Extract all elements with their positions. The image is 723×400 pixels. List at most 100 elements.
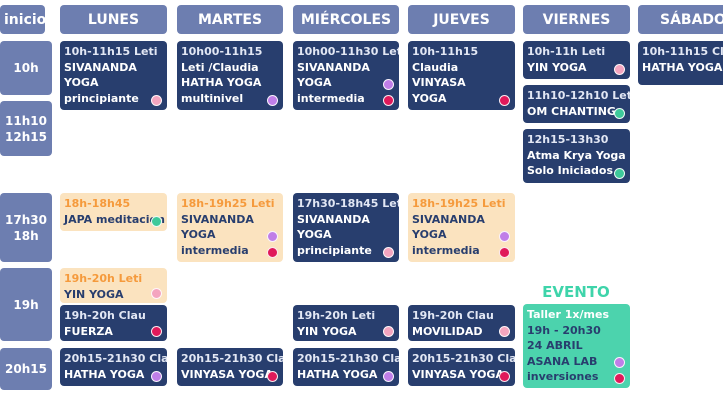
class-line: 19h - 20h30 bbox=[527, 323, 601, 337]
green-level-dot-icon bbox=[151, 216, 162, 227]
class-line: SIVANANDA bbox=[181, 212, 254, 226]
red-level-dot-icon bbox=[151, 326, 162, 337]
class-line: YOGA bbox=[412, 91, 447, 105]
class-line: HATHA YOGA bbox=[64, 367, 145, 381]
event-card-asana-lab[interactable]: Taller 1x/mes 19h - 20h30 24 ABRIL ASANA LA… bbox=[523, 304, 630, 388]
time-slot-11h10: 11h10 12h15 bbox=[0, 101, 52, 156]
class-line: YOGA bbox=[412, 228, 447, 241]
time-label: 17h30 bbox=[5, 212, 47, 227]
class-line: Claudia bbox=[412, 60, 459, 74]
class-line: VINYASA YOGA bbox=[181, 367, 273, 381]
class-line: 24 ABRIL bbox=[527, 339, 583, 352]
header-inicio: inicio bbox=[0, 5, 45, 34]
time-label: 10h bbox=[13, 61, 39, 75]
class-line: FUERZA bbox=[64, 324, 113, 338]
day-header-martes: MARTES bbox=[177, 5, 283, 34]
purple-level-dot-icon bbox=[267, 231, 278, 242]
purple-level-dot-icon bbox=[151, 371, 162, 382]
class-line: ASANA LAB bbox=[527, 354, 598, 368]
day-header-viernes: VIERNES bbox=[523, 5, 630, 34]
class-time: 20h15-21h30 Cla bbox=[297, 352, 399, 365]
day-header-sabado: SÁBADO bbox=[638, 5, 723, 34]
red-level-dot-icon bbox=[499, 95, 510, 106]
pink-level-dot-icon bbox=[383, 247, 394, 258]
class-time: 18h-19h25 Leti bbox=[412, 197, 506, 210]
class-time: 10h-11h15 bbox=[412, 45, 479, 58]
class-time: 12h15-13h30 bbox=[527, 133, 609, 146]
class-line: YOGA bbox=[297, 76, 332, 89]
red-level-dot-icon bbox=[383, 95, 394, 106]
time-label: 18h bbox=[13, 228, 39, 243]
time-label: 11h10 bbox=[5, 113, 47, 128]
class-time: Taller 1x/mes bbox=[527, 308, 610, 321]
class-time: 19h-20h Clau bbox=[64, 309, 146, 322]
class-time: 20h15-21h30 Cla bbox=[412, 352, 515, 365]
class-time: 18h-18h45 bbox=[64, 197, 131, 210]
red-level-dot-icon bbox=[614, 373, 625, 384]
class-time: 18h-19h25 Leti bbox=[181, 197, 275, 210]
class-line: OM CHANTING bbox=[527, 104, 616, 118]
class-line: Solo Iniciados bbox=[527, 164, 614, 177]
time-slot-20h15: 20h15 bbox=[0, 348, 52, 390]
class-time: 19h-20h Leti bbox=[64, 272, 143, 285]
class-line: SIVANANDA bbox=[412, 212, 485, 226]
class-time: 10h-11h Leti bbox=[527, 45, 606, 58]
class-time: 11h10-12h10 Leti bbox=[527, 89, 630, 102]
class-line: SIVANANDA bbox=[297, 212, 370, 226]
class-time: 20h15-21h30 Cla bbox=[64, 352, 167, 365]
time-label: 12h15 bbox=[5, 129, 47, 144]
class-time: 19h-20h Leti bbox=[297, 309, 376, 322]
class-line: YIN YOGA bbox=[64, 287, 124, 301]
class-time: 17h30-18h45 Leti bbox=[297, 197, 399, 210]
pink-level-dot-icon bbox=[383, 326, 394, 337]
purple-level-dot-icon bbox=[383, 371, 394, 382]
day-header-miercoles: MIÉRCOLES bbox=[293, 5, 399, 34]
class-line: YOGA bbox=[297, 228, 332, 241]
class-time: 10h-11h15 Leti bbox=[64, 45, 158, 58]
class-line: YOGA bbox=[181, 228, 216, 241]
day-header-jueves: JUEVES bbox=[408, 5, 515, 34]
pink-level-dot-icon bbox=[614, 64, 625, 75]
evento-title: EVENTO bbox=[542, 283, 610, 301]
class-time: 10h00-11h15 bbox=[181, 45, 263, 58]
class-time: 10h-11h15 Claudia bbox=[642, 45, 723, 58]
class-line: YOGA bbox=[64, 76, 99, 89]
class-line: Atma Krya Yoga bbox=[527, 148, 626, 162]
class-card-viernes-11h10[interactable]: 11h10-12h10 Leti OM CHANTING bbox=[523, 85, 630, 123]
time-slot-17h30: 17h30 18h bbox=[0, 193, 52, 262]
class-line: YIN YOGA bbox=[297, 324, 357, 338]
class-line: JAPA meditacion bbox=[64, 212, 165, 226]
time-label: 20h15 bbox=[5, 362, 47, 376]
purple-level-dot-icon bbox=[383, 79, 394, 90]
class-line: VINYASA bbox=[412, 76, 466, 89]
day-header-lunes: LUNES bbox=[60, 5, 167, 34]
pink-level-dot-icon bbox=[151, 95, 162, 106]
class-time: 20h15-21h30 Cla bbox=[181, 352, 283, 365]
class-line: principiante bbox=[64, 91, 139, 105]
red-level-dot-icon bbox=[267, 371, 278, 382]
pink-level-dot-icon bbox=[499, 326, 510, 337]
class-line: SIVANANDA bbox=[64, 60, 137, 74]
red-level-dot-icon bbox=[267, 247, 278, 258]
class-line: VINYASA YOGA bbox=[412, 367, 504, 381]
purple-level-dot-icon bbox=[267, 95, 278, 106]
